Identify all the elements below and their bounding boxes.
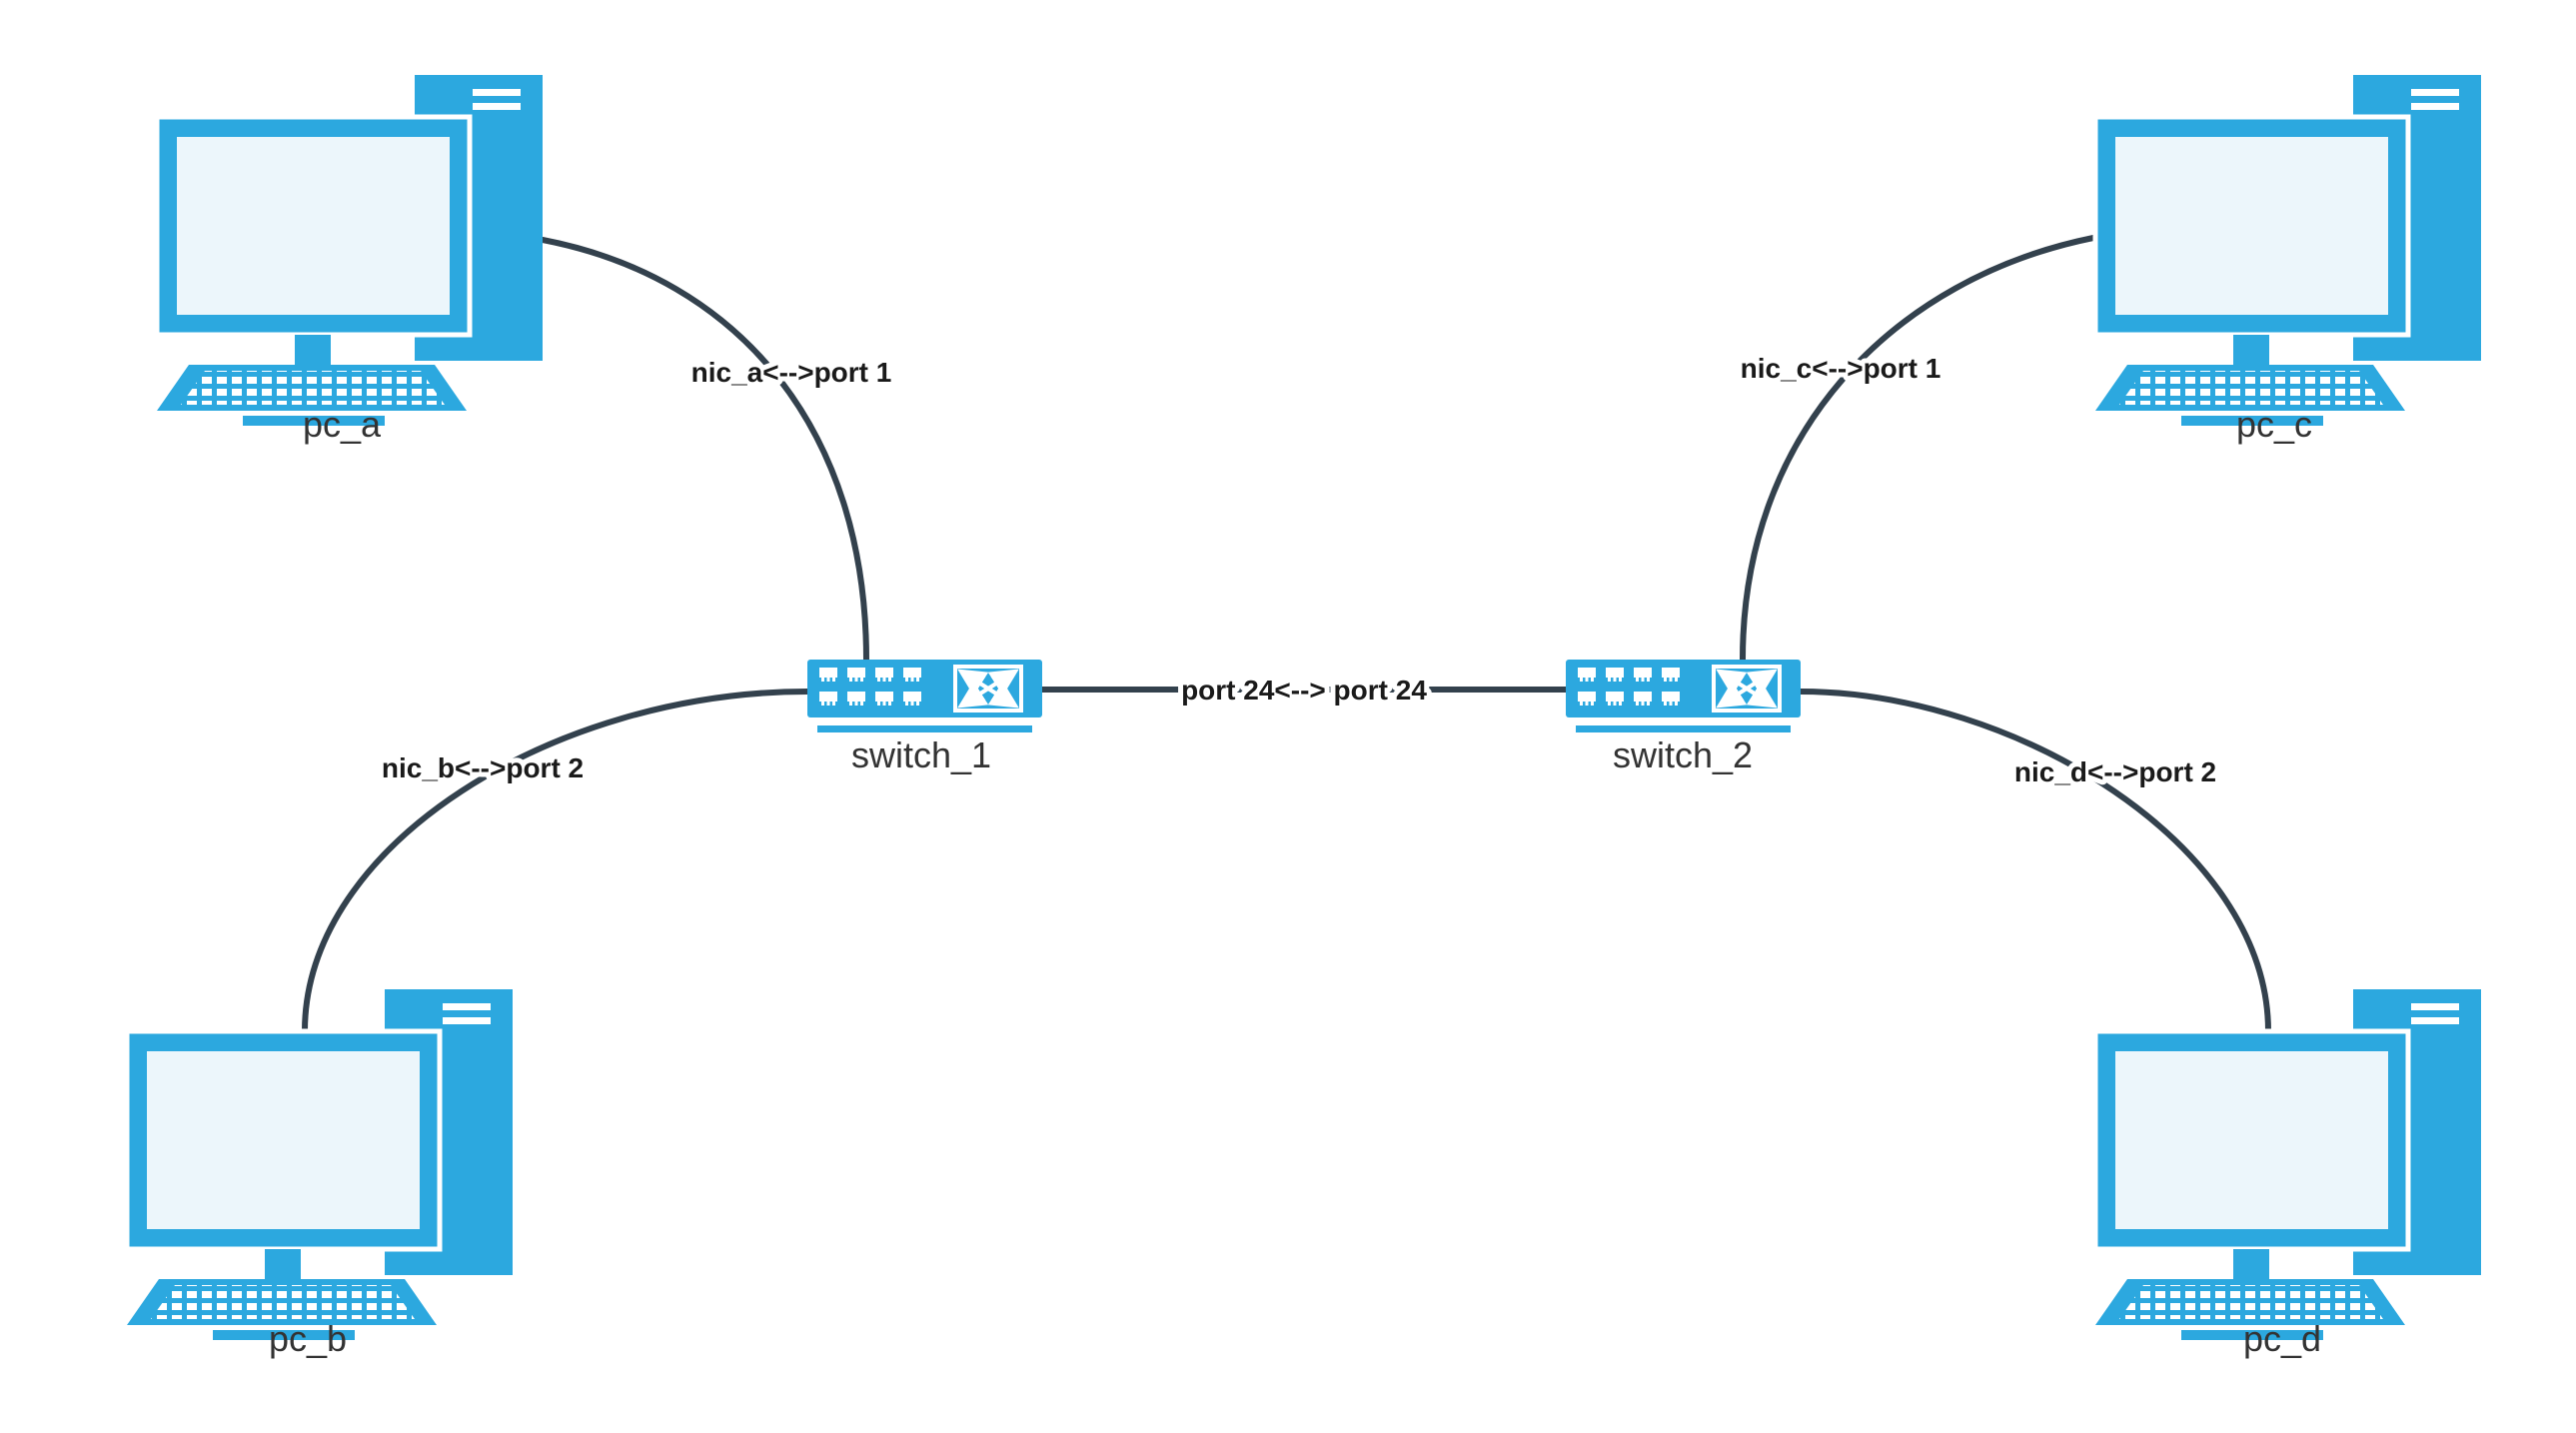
node-label-pc-d: pc_d	[2243, 1318, 2321, 1359]
edges	[302, 235, 2271, 1034]
node-pc-d[interactable]: pc_d	[2095, 989, 2481, 1359]
edge-label-nic-c-port-1: nic_c<-->port 1	[1741, 353, 1941, 384]
edge-label-nic-d-port-2: nic_d<-->port 2	[2014, 756, 2216, 787]
nodes: pc_a pc_b pc_c pc_d switch_1 switch_2	[127, 75, 2481, 1359]
edge-pc-c-switch-2[interactable]	[1740, 235, 2096, 663]
edge-pc-d-switch-2[interactable]	[1798, 689, 2271, 1034]
node-switch-2[interactable]: switch_2	[1566, 660, 1801, 775]
node-pc-b[interactable]: pc_b	[127, 989, 513, 1359]
edge-pc-b-switch-1[interactable]	[302, 689, 810, 1034]
edge-pc-a-switch-1[interactable]	[540, 237, 869, 663]
edge-label-nic-a-port-1: nic_a<-->port 1	[691, 357, 892, 388]
node-label-switch-1: switch_1	[851, 734, 991, 775]
edge-label-nic-b-port-2: nic_b<-->port 2	[382, 752, 584, 783]
node-label-pc-b: pc_b	[269, 1318, 347, 1359]
edge-labels: nic_a<-->port 1 nic_b<-->port 2 nic_c<--…	[377, 348, 2221, 792]
node-switch-1[interactable]: switch_1	[807, 660, 1042, 775]
node-label-pc-c: pc_c	[2236, 404, 2312, 445]
node-label-pc-a: pc_a	[303, 404, 382, 445]
node-label-switch-2: switch_2	[1613, 734, 1753, 775]
node-pc-a[interactable]: pc_a	[157, 75, 543, 445]
node-pc-c[interactable]: pc_c	[2095, 75, 2481, 445]
edge-label-port-24-port-24: port 24<--> port 24	[1181, 675, 1427, 706]
